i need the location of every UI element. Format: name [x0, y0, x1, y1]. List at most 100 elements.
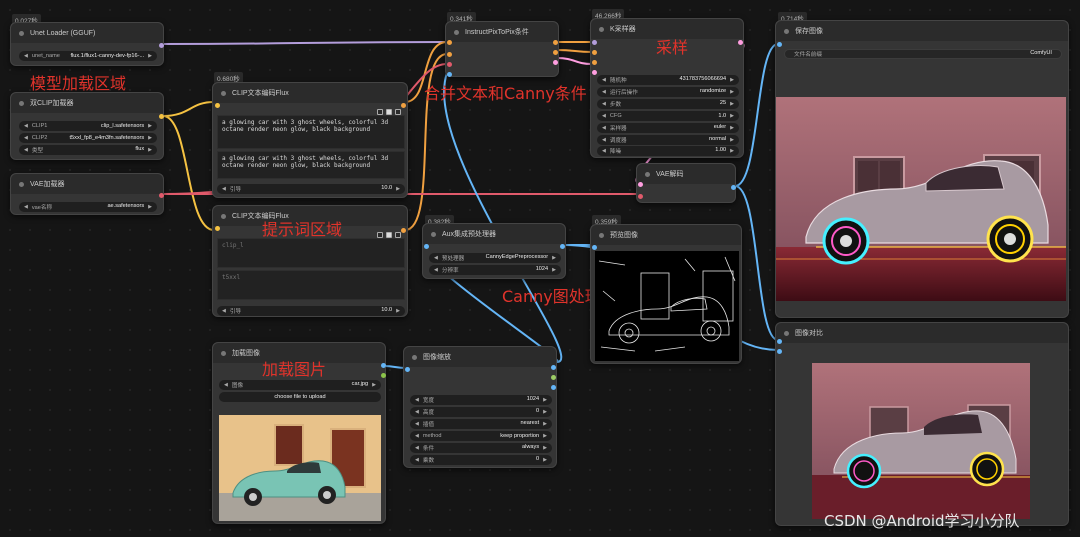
- left-arrow-icon[interactable]: ◀: [24, 123, 28, 129]
- collapse-dot-icon[interactable]: [431, 231, 436, 237]
- negative-input-slot[interactable]: [592, 60, 597, 65]
- right-arrow-icon[interactable]: ▶: [372, 382, 376, 388]
- images-input-slot[interactable]: [592, 245, 597, 250]
- collapse-dot-icon[interactable]: [645, 171, 650, 177]
- image-compare-node[interactable]: 图像对比: [775, 322, 1069, 526]
- right-arrow-icon[interactable]: ▶: [148, 123, 152, 129]
- collapse-dot-icon[interactable]: [19, 100, 24, 106]
- vae-loader-header[interactable]: VAE加载器: [11, 174, 163, 194]
- dual-clip-header[interactable]: 双CLIP加载器: [11, 93, 163, 113]
- right-arrow-icon[interactable]: ▶: [543, 421, 547, 427]
- left-arrow-icon[interactable]: ◀: [602, 89, 606, 95]
- left-arrow-icon[interactable]: ◀: [415, 397, 419, 403]
- prompt-text-clip-l[interactable]: a glowing car with 3 ghost wheels, color…: [217, 115, 405, 149]
- right-arrow-icon[interactable]: ▶: [730, 137, 734, 143]
- left-arrow-icon[interactable]: ◀: [434, 255, 438, 261]
- aux-header[interactable]: Aux集成预处理器: [423, 224, 565, 244]
- image-a-input-slot[interactable]: [777, 339, 782, 344]
- vae-decode-header[interactable]: VAE解码: [637, 164, 735, 184]
- right-arrow-icon[interactable]: ▶: [148, 147, 152, 153]
- negative-input-slot[interactable]: [447, 52, 452, 57]
- clip-text-2-header[interactable]: CLIP文本编码Flux: [213, 206, 407, 226]
- vae-input-slot[interactable]: [638, 194, 643, 199]
- image-input-slot[interactable]: [405, 367, 410, 372]
- left-arrow-icon[interactable]: ◀: [222, 308, 226, 314]
- save-header[interactable]: 保存图像: [776, 21, 1068, 41]
- clip-input-slot[interactable]: [215, 226, 220, 231]
- compare-header[interactable]: 图像对比: [776, 323, 1068, 343]
- preview-header[interactable]: 预览图像: [591, 225, 741, 245]
- collapse-dot-icon[interactable]: [784, 28, 789, 34]
- left-arrow-icon[interactable]: ◀: [24, 204, 28, 210]
- collapse-dot-icon[interactable]: [454, 29, 459, 35]
- right-arrow-icon[interactable]: ▶: [730, 148, 734, 154]
- right-arrow-icon[interactable]: ▶: [396, 186, 400, 192]
- edit-icon[interactable]: [395, 109, 401, 115]
- checked-box-icon[interactable]: [386, 109, 392, 115]
- right-arrow-icon[interactable]: ▶: [148, 53, 152, 59]
- vae-input-slot[interactable]: [447, 62, 452, 67]
- clip-text-1-header[interactable]: CLIP文本编码Flux: [213, 83, 407, 103]
- width-output-slot[interactable]: [551, 385, 556, 390]
- ksampler-header[interactable]: K采样器: [591, 19, 743, 39]
- right-arrow-icon[interactable]: ▶: [543, 445, 547, 451]
- left-arrow-icon[interactable]: ◀: [602, 148, 606, 154]
- left-arrow-icon[interactable]: ◀: [415, 445, 419, 451]
- left-arrow-icon[interactable]: ◀: [602, 113, 606, 119]
- collapse-dot-icon[interactable]: [221, 213, 226, 219]
- left-arrow-icon[interactable]: ◀: [602, 137, 606, 143]
- collapse-dot-icon[interactable]: [19, 181, 24, 187]
- left-arrow-icon[interactable]: ◀: [224, 382, 228, 388]
- left-arrow-icon[interactable]: ◀: [24, 147, 28, 153]
- negative-output-slot[interactable]: [553, 50, 558, 55]
- right-arrow-icon[interactable]: ▶: [543, 397, 547, 403]
- left-arrow-icon[interactable]: ◀: [24, 53, 28, 59]
- positive-input-slot[interactable]: [447, 40, 452, 45]
- collapse-dot-icon[interactable]: [599, 26, 604, 32]
- positive-output-slot[interactable]: [553, 40, 558, 45]
- right-arrow-icon[interactable]: ▶: [543, 457, 547, 463]
- model-input-slot[interactable]: [592, 40, 597, 45]
- unet-header[interactable]: Unet Loader (GGUF): [11, 23, 163, 43]
- right-arrow-icon[interactable]: ▶: [543, 409, 547, 415]
- right-arrow-icon[interactable]: ▶: [730, 101, 734, 107]
- checked-box-icon[interactable]: [386, 232, 392, 238]
- samples-input-slot[interactable]: [638, 182, 643, 187]
- right-arrow-icon[interactable]: ▶: [730, 125, 734, 131]
- image-output-slot[interactable]: [560, 244, 565, 249]
- right-arrow-icon[interactable]: ▶: [552, 267, 556, 273]
- collapse-dot-icon[interactable]: [221, 90, 226, 96]
- positive-input-slot[interactable]: [592, 50, 597, 55]
- load-header[interactable]: 加载图像: [213, 343, 385, 363]
- right-arrow-icon[interactable]: ▶: [396, 308, 400, 314]
- image-output-slot[interactable]: [381, 363, 386, 368]
- clip-text-encode-1-node[interactable]: CLIP文本编码Flux a glowing car with 3 ghost …: [212, 82, 408, 198]
- image-input-slot[interactable]: [424, 244, 429, 249]
- left-arrow-icon[interactable]: ◀: [415, 457, 419, 463]
- collapse-dot-icon[interactable]: [221, 350, 226, 356]
- image-output-slot[interactable]: [731, 185, 736, 190]
